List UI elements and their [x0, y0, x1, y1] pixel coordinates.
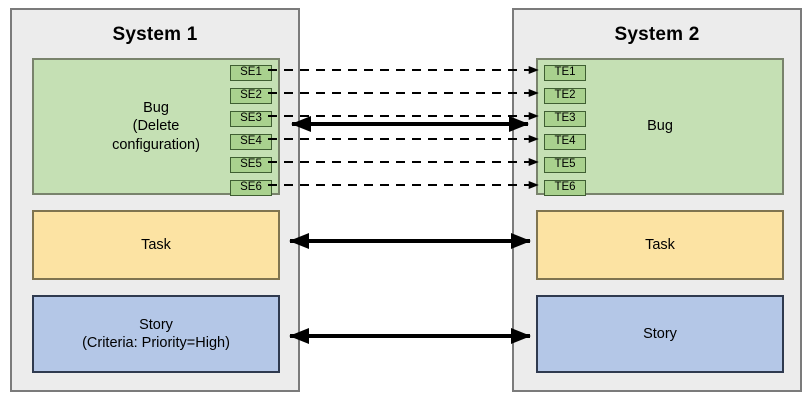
system-2-story-box[interactable]: Story: [536, 295, 784, 373]
system-2-title: System 2: [614, 24, 700, 45]
system-1-container: System 1 Bug (Delete configuration) SE1 …: [10, 8, 300, 392]
system-2-bug-label: Bug: [647, 118, 673, 135]
system-1-story-label: Story (Criteria: Priority=High): [82, 316, 230, 352]
endpoint-chip-se6[interactable]: SE6: [230, 180, 272, 196]
system-1-story-box[interactable]: Story (Criteria: Priority=High): [32, 295, 280, 373]
endpoint-chip-se5[interactable]: SE5: [230, 157, 272, 173]
system-1-task-label: Task: [141, 236, 171, 253]
system-1-bug-box[interactable]: Bug (Delete configuration) SE1 SE2 SE3 S…: [32, 58, 280, 196]
endpoint-chip-te1[interactable]: TE1: [544, 65, 586, 81]
endpoint-chip-te4[interactable]: TE4: [544, 134, 586, 150]
system-2-story-label: Story: [643, 325, 677, 342]
system-1-story-label-line2: (Criteria: Priority=High): [82, 335, 230, 351]
endpoint-chip-te5[interactable]: TE5: [544, 157, 586, 173]
endpoint-chip-se1[interactable]: SE1: [230, 65, 272, 81]
endpoint-chip-se4[interactable]: SE4: [230, 134, 272, 150]
system-2-task-box[interactable]: Task: [536, 210, 784, 280]
system-1-bug-label-line2: (Delete: [132, 118, 180, 135]
system-1-story-label-line1: Story: [139, 316, 173, 333]
system-2-task-label: Task: [645, 236, 675, 253]
system-2-bug-box[interactable]: Bug TE1 TE2 TE3 TE4 TE5 TE6: [536, 58, 784, 196]
endpoint-chip-se2[interactable]: SE2: [230, 88, 272, 104]
system-1-task-box[interactable]: Task: [32, 210, 280, 280]
system-1-title: System 1: [112, 24, 198, 45]
endpoint-chip-se3[interactable]: SE3: [230, 111, 272, 127]
endpoint-chip-te6[interactable]: TE6: [544, 180, 586, 196]
system-1-bug-label-line1: Bug: [143, 100, 169, 117]
endpoint-chip-te3[interactable]: TE3: [544, 111, 586, 127]
system-2-container: System 2 Bug TE1 TE2 TE3 TE4 TE5 TE6 Tas…: [512, 8, 802, 392]
endpoint-chip-te2[interactable]: TE2: [544, 88, 586, 104]
system-1-bug-label-line3: configuration): [112, 136, 200, 153]
system-1-bug-label: Bug (Delete configuration): [112, 99, 200, 153]
